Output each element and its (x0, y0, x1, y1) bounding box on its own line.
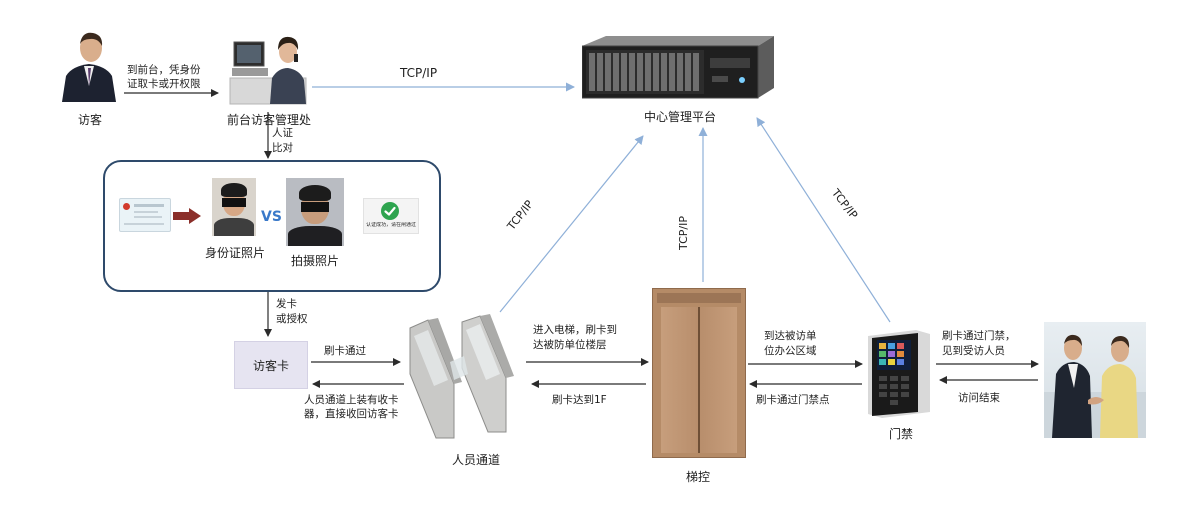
label-enter-elev-1: 进入电梯，刷卡到 (533, 324, 617, 336)
check-icon (381, 202, 399, 220)
person-icon (58, 26, 120, 102)
label-arrive-1: 到达被访单 (764, 330, 817, 342)
handshake-photo (1044, 322, 1146, 438)
server-icon (581, 36, 774, 102)
label-meet-2: 见到受访人员 (942, 345, 1005, 357)
channel-label: 人员通道 (451, 453, 500, 467)
verification-panel: 身份证照片 VS 拍摄照片 认证成功，请在闸通过 (103, 160, 441, 292)
line-channel-server (499, 135, 644, 313)
success-box: 认证成功，请在闸通过 (363, 198, 419, 234)
front-desk-label: 前台访客管理处 (226, 113, 311, 127)
label-recycle-1: 人员通道上装有收卡 (304, 394, 399, 406)
label-visit-end: 访问结束 (958, 392, 1000, 404)
label-go-front-1: 到前台，凭身份 (127, 64, 201, 76)
label-enter-elev-2: 达被防单位楼层 (533, 339, 607, 351)
access-terminal-icon (868, 330, 930, 418)
label-person-2: 比对 (272, 142, 293, 154)
id-photo-image (212, 178, 256, 236)
captured-photo-label: 拍摄照片 (290, 254, 339, 268)
label-arrive-2: 位办公区域 (764, 345, 817, 357)
visitor-label: 访客 (77, 113, 102, 127)
label-person-1: 人证 (272, 127, 293, 139)
tcp-label-top: TCP/IP (400, 66, 438, 80)
id-card-icon (119, 198, 171, 232)
label-swipe-door-point: 刷卡通过门禁点 (756, 394, 830, 406)
label-go-front-2: 证取卡或开权限 (127, 78, 201, 90)
label-swipe-pass: 刷卡通过 (324, 345, 366, 357)
central-label: 中心管理平台 (643, 110, 716, 124)
arrow-id-icon (173, 208, 201, 224)
door-label: 门禁 (888, 427, 913, 441)
tcp-label-elevator: TCP/IP (677, 216, 690, 250)
label-meet-1: 刷卡通过门禁， (942, 330, 1016, 342)
label-issue-1: 发卡 (276, 298, 297, 310)
elevator-label: 梯控 (685, 470, 710, 484)
label-issue-2: 或授权 (276, 313, 308, 325)
captured-photo-image (286, 178, 344, 246)
visitor-card: 访客卡 (234, 341, 308, 389)
check-text: 认证成功，请在闸通过 (366, 222, 416, 228)
visitor-card-label: 访客卡 (252, 358, 289, 373)
elevator-icon (652, 288, 746, 458)
label-swipe-1f: 刷卡达到1F (552, 394, 607, 406)
line-door-server (756, 117, 891, 323)
turnstile-icon (402, 314, 528, 440)
id-photo-label: 身份证照片 (204, 246, 265, 260)
label-recycle-2: 器，直接收回访客卡 (304, 408, 399, 420)
receptionist-icon (226, 28, 312, 108)
vs-text: VS (261, 209, 282, 225)
